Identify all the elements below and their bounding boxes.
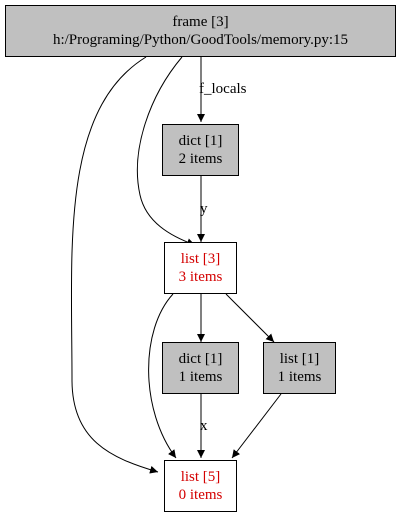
- node-dict-locals-title: dict [1]: [178, 133, 223, 149]
- edge-frame-to-list3: [136, 56, 196, 247]
- node-list5[interactable]: list [5] 0 items: [164, 460, 237, 512]
- node-dict-locals[interactable]: dict [1] 2 items: [162, 124, 239, 176]
- edge-frame-to-list5: [70, 56, 159, 474]
- edge-list1-to-list5: [231, 393, 282, 459]
- node-list1[interactable]: list [1] 1 items: [263, 342, 336, 394]
- node-list5-subtitle: 0 items: [178, 487, 223, 503]
- node-list3-subtitle: 3 items: [178, 269, 223, 285]
- edge-label-x: x: [200, 418, 208, 434]
- edge-label-y: y: [200, 201, 208, 217]
- node-dict-small-subtitle: 1 items: [178, 369, 223, 385]
- node-dict-small-title: dict [1]: [178, 351, 223, 367]
- edge-label-f-locals: f_locals: [199, 81, 247, 97]
- node-list5-title: list [5]: [180, 469, 221, 485]
- node-list3-title: list [3]: [180, 251, 221, 267]
- node-dict-locals-subtitle: 2 items: [178, 151, 223, 167]
- node-dict-small[interactable]: dict [1] 1 items: [162, 342, 239, 394]
- node-frame[interactable]: frame [3] h:/Programing/Python/GoodTools…: [5, 5, 396, 57]
- edge-list3-to-list1: [225, 293, 275, 343]
- node-list3[interactable]: list [3] 3 items: [164, 242, 237, 294]
- edge-list3-to-list5: [148, 293, 177, 459]
- node-frame-title: frame [3]: [172, 14, 229, 30]
- node-list1-title: list [1]: [279, 351, 320, 367]
- node-frame-subtitle: h:/Programing/Python/GoodTools/memory.py…: [52, 32, 349, 48]
- node-list1-subtitle: 1 items: [277, 369, 322, 385]
